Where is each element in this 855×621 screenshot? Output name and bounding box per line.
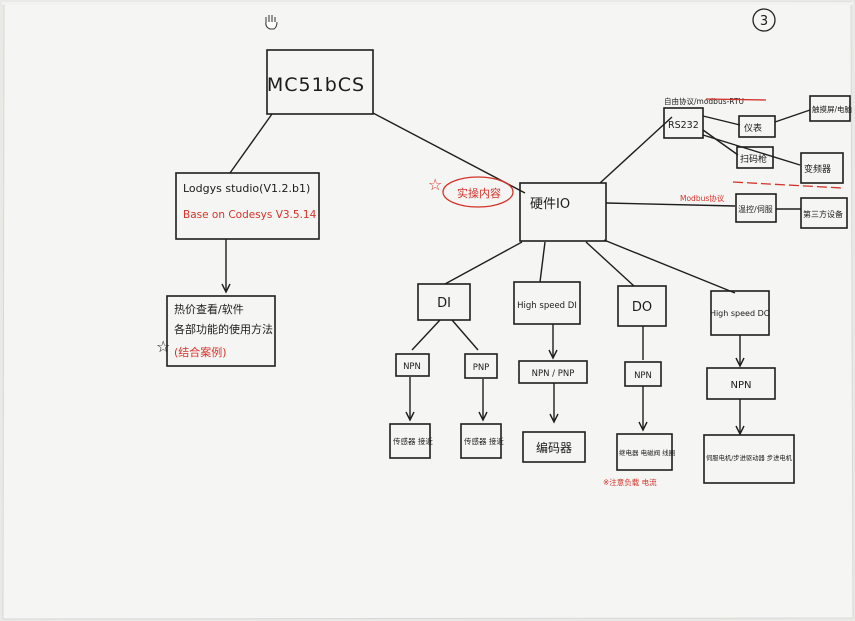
hand-cursor-icon <box>265 15 278 30</box>
device-box-2 <box>736 146 774 169</box>
red-star-icon: ☆ <box>428 175 442 194</box>
rs232-box <box>663 107 704 139</box>
device-box-sensor-1 <box>389 423 431 459</box>
root-title: MC51bCS <box>267 74 365 96</box>
device-2: 扫码枪 <box>740 153 767 165</box>
software-child-line-2: 各部功能的使用方法 <box>174 322 273 336</box>
hardware-to-rs232-line <box>599 116 673 184</box>
page-number: 3 <box>760 14 768 29</box>
do-note: ※注意负载 电流 <box>603 477 657 487</box>
type-box-npn-pnp <box>518 360 588 384</box>
software-child-box <box>166 295 276 367</box>
hardware-box <box>519 182 607 242</box>
type-box-npn-3 <box>706 367 776 400</box>
io-box-hsdi <box>513 281 581 325</box>
io-label-hsdi: High speed DI <box>517 301 577 311</box>
hardware-note: 实操内容 <box>457 186 501 200</box>
type-box-npn-1 <box>395 353 430 377</box>
device-3: 触摸屏/电脑 <box>812 104 853 114</box>
hardware-title: 硬件IO <box>530 197 570 212</box>
type-npn-2: NPN <box>634 371 652 381</box>
device-sensor-2: 传感器 接近 <box>464 436 504 446</box>
device-6: 第三方设备 <box>803 209 843 219</box>
page-number-circle <box>752 8 776 32</box>
software-base-note: Base on Codesys V3.5.14 <box>183 209 317 221</box>
io-label-hsdo: High speed DO <box>710 309 770 318</box>
software-child-note: (结合案例) <box>174 345 227 359</box>
device-box-sensor-2 <box>460 423 502 459</box>
type-box-pnp <box>464 353 498 379</box>
io-box-do <box>617 285 667 327</box>
software-title: Lodgys studio(V1.2.b1) <box>183 182 310 195</box>
device-box-4 <box>800 152 844 184</box>
device-box-3 <box>809 95 851 122</box>
device-relay: 继电器 电磁阀 线圈 <box>619 448 675 457</box>
device-1: 仪表 <box>744 122 762 134</box>
hardware-note-circle <box>442 176 514 208</box>
root-to-software-line <box>229 113 273 174</box>
software-box <box>175 172 320 240</box>
io-label-do: DO <box>632 300 652 315</box>
type-pnp: PNP <box>473 363 490 373</box>
device-box-1 <box>738 115 776 138</box>
io-box-di <box>417 283 471 321</box>
device-box-relay <box>616 433 673 471</box>
star-icon: ☆ <box>156 337 170 356</box>
type-npn-pnp: NPN / PNP <box>532 369 575 379</box>
io-label-di: DI <box>437 296 451 311</box>
device-box-encoder <box>522 431 586 463</box>
rs232-header: 自由协议/modbus-RTU <box>664 96 744 106</box>
device-box-6 <box>800 197 848 229</box>
device-servo: 伺服电机/步进驱动器 步进电机 <box>706 453 793 462</box>
device-box-5 <box>735 193 777 223</box>
software-child-line-1: 热价查看/软件 <box>174 302 244 316</box>
modbus-label: Modbus协议 <box>680 193 725 203</box>
type-npn-1: NPN <box>403 362 421 372</box>
root-box <box>266 49 374 115</box>
device-box-servo <box>703 434 795 484</box>
device-sensor-1: 传感器 接近 <box>393 436 433 446</box>
device-4: 变频器 <box>804 163 831 175</box>
rs232-label: RS232 <box>668 120 699 131</box>
device-5: 温控/伺服 <box>738 204 773 214</box>
type-npn-3: NPN <box>731 380 752 391</box>
device-encoder: 编码器 <box>536 440 572 455</box>
